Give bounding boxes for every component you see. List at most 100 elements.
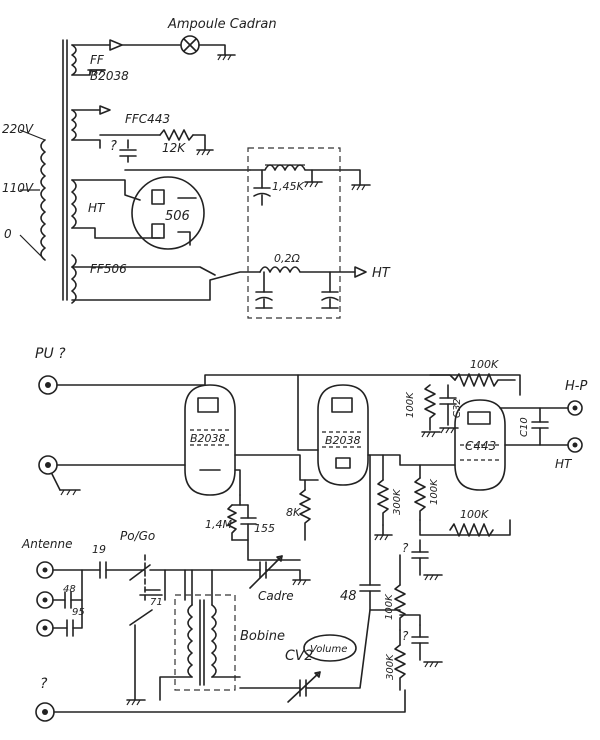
label-ff506: FF506: [90, 262, 127, 276]
label-antenne: Antenne: [21, 537, 73, 551]
filter-box: [247, 147, 341, 319]
label-ampoule: Ampoule Cadran: [167, 17, 277, 32]
label-q2: ?: [40, 676, 48, 692]
resistor-300k-low: [394, 644, 406, 691]
secondary-coil-ffc443: [71, 109, 77, 141]
label-c32: C32: [452, 398, 463, 418]
label-pu: PU ?: [35, 346, 66, 362]
label-q1: ?: [110, 139, 117, 154]
label-100k-low: 100K: [384, 593, 395, 620]
label-100k-mid: 100K: [429, 478, 440, 505]
capacitor-c32: [439, 384, 457, 426]
ground-icon: [59, 489, 81, 496]
label-c10: C10: [519, 417, 530, 437]
label-155: 155: [254, 522, 275, 535]
label-q-mid: ?: [402, 541, 409, 555]
label-cv2: CV2: [285, 648, 313, 664]
label-95: 95: [72, 607, 85, 618]
ground-icon: [292, 579, 311, 586]
ground-icon: [126, 699, 146, 706]
power-supply-section: Ampoule Cadran FF B2038 FFC443 ? 12K 220…: [2, 17, 391, 319]
label-12k: 12K: [162, 141, 186, 155]
tube-506: [131, 176, 205, 250]
secondary-coil-ff-b2038: [71, 44, 77, 76]
ground-icon: [351, 184, 371, 191]
ground-icon: [217, 54, 236, 61]
bobine-coil-2: [211, 604, 217, 678]
label-bobine: Bobine: [240, 629, 285, 644]
bobine-box: [174, 594, 236, 691]
label-100k-v: 100K: [405, 391, 416, 418]
resistor-8k: [299, 489, 311, 541]
label-100k-h: 100K: [460, 508, 489, 521]
label-506: 506: [165, 209, 190, 224]
resistor-100k-low: [394, 584, 406, 631]
secondary-coil-ff506: [71, 254, 77, 304]
tube-b2038-a: B2038: [184, 384, 236, 496]
label-volume: Volume: [310, 644, 347, 655]
resistor-100k-horizontal: [449, 523, 494, 537]
volume-circle: [303, 634, 357, 662]
label-300k: 300K: [392, 488, 403, 515]
choke-02: [259, 266, 356, 273]
label-48: 48: [340, 589, 357, 604]
label-145k: 1,45K: [272, 180, 304, 193]
resistor-100k-top: [454, 373, 516, 387]
label-48-left: 48: [63, 584, 76, 595]
pilot-arrow: [109, 39, 123, 51]
label-ht-right: HT: [555, 457, 573, 471]
resistor-12k: [159, 129, 194, 141]
label-b2038-b: B2038: [325, 434, 361, 447]
ground-icon: [304, 181, 323, 188]
label-300k-low: 300K: [385, 653, 396, 680]
resistor-300k: [377, 479, 389, 526]
label-ht-out: HT: [372, 266, 391, 281]
label-q-low: ?: [402, 629, 409, 643]
capacitor-155: [240, 504, 257, 541]
label-8k: 8K: [286, 506, 301, 519]
capacitor-95: [66, 619, 74, 637]
ht-arrow: [354, 266, 367, 278]
ground-icon: [423, 574, 443, 581]
tube-c443: C443: [454, 399, 506, 491]
label-ffc443: FFC443: [125, 112, 170, 126]
ground-icon: [374, 534, 393, 541]
label-ht-coil: HT: [88, 201, 106, 215]
capacitor-cv2-variable[interactable]: [287, 671, 321, 703]
label-b2038-a: B2038: [190, 432, 226, 445]
capacitor-filter-3: [321, 271, 339, 309]
bobine-coil-1: [187, 604, 193, 678]
label-220v: 220V: [2, 122, 34, 136]
capacitor-filter-2: [255, 271, 273, 309]
label-14m: 1,4M: [205, 518, 232, 531]
capacitor-filter-1: [253, 169, 271, 206]
label-71: 71: [150, 597, 163, 608]
capacitor-c10: [531, 407, 549, 446]
capacitor-mid: [411, 539, 429, 576]
label-ff: FF: [90, 53, 105, 67]
capacitor-71: [139, 589, 163, 596]
label-0: 0: [4, 227, 12, 241]
capacitor-48: [359, 584, 381, 592]
label-19: 19: [92, 543, 106, 556]
pilot-lamp-icon: [180, 35, 200, 55]
ground-icon: [423, 661, 443, 668]
label-b2038-top: B2038: [90, 69, 129, 83]
secondary-coil-ht: [71, 179, 77, 229]
tube-b2038-b: B2038: [317, 384, 369, 486]
label-cadre: Cadre: [258, 589, 294, 603]
receiver-section: PU ? B2038: [21, 346, 587, 722]
resistor-100k-vertical: [424, 384, 436, 431]
capacitor-low: [411, 624, 429, 661]
label-c443: C443: [465, 439, 496, 453]
ground-icon: [439, 427, 459, 434]
label-02: 0,2Ω: [274, 252, 300, 265]
resistor-14m: [227, 504, 237, 541]
ground-icon: [196, 149, 214, 156]
resistor-100k-mid: [414, 477, 426, 521]
ground-icon: [87, 69, 106, 76]
label-pogo: Po/Go: [120, 529, 155, 543]
capacitor-19: [99, 561, 107, 579]
ffc443-arrow: [99, 105, 111, 115]
